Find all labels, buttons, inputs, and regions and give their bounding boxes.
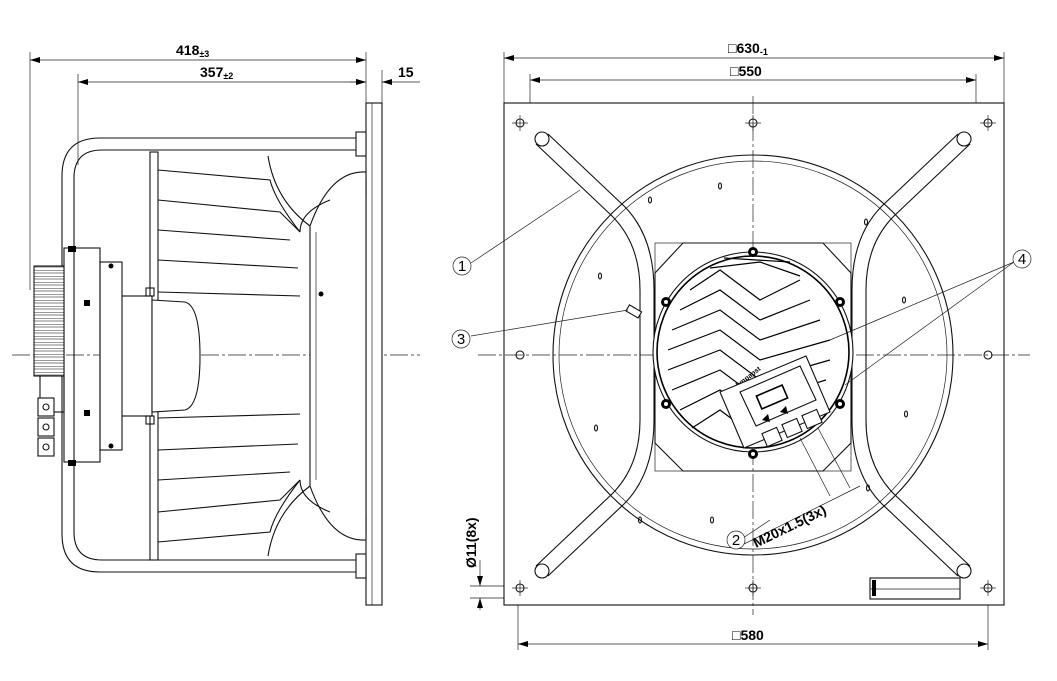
callouts: 1 2 3 4 (451, 189, 1032, 550)
dim-580-label: □580 (732, 627, 764, 643)
dim-hole-label: Ø11(8x) (463, 517, 479, 568)
dim-357-label: 357±2 (200, 64, 233, 81)
dim-630-label: □630-1 (728, 40, 768, 57)
electronics-bolts (68, 246, 90, 466)
inlet-ring-inner (558, 160, 948, 550)
bracket-bottom (355, 553, 367, 579)
callout-4-leader-a (829, 261, 1015, 341)
flange-bolt-1 (108, 263, 114, 269)
dim-418-label: 418±3 (176, 42, 209, 59)
callout-2-circle (726, 530, 746, 550)
plate-side (365, 102, 383, 606)
dim-550-label: □550 (730, 63, 762, 79)
impeller-blades (157, 155, 311, 557)
motor-flange (99, 261, 123, 451)
hub-bolt-bottom (145, 415, 155, 425)
guard-frame-inner (73, 149, 360, 561)
flange-bolt-2 (108, 443, 114, 449)
front-cable-glands (761, 408, 823, 448)
side-view: 418±3 357±2 15 (12, 42, 420, 606)
callout-1-label: 1 (458, 258, 466, 275)
callout-4-leader-b (844, 261, 1015, 386)
mount-holes (512, 115, 996, 596)
balance-weight (318, 291, 324, 297)
motor-hub (119, 295, 153, 417)
front-terminal-box (719, 355, 831, 449)
callout-3-leader (470, 309, 629, 337)
nozzle-lip-bottom (299, 479, 331, 513)
dim-15-label: 15 (398, 64, 414, 80)
motor-bolts (661, 247, 845, 459)
nozzle-lip-top (299, 199, 331, 233)
hub-bolt-top (145, 287, 155, 297)
callout-4-circle (1012, 249, 1032, 269)
callout-1-leader (470, 189, 581, 264)
callout-2-leader (742, 519, 771, 539)
gland-ext-2 (817, 427, 851, 489)
callout-2-label: 2 (732, 532, 740, 549)
callout-3-label: 3 (457, 331, 465, 348)
rating-plate (869, 577, 961, 600)
callout-3-circle (451, 329, 471, 349)
gland-dim-line (739, 485, 861, 547)
heat-sink-fins (33, 265, 65, 377)
rotor-cap (151, 299, 201, 413)
inlet-nozzle (309, 171, 367, 541)
callout-4-label: 4 (1018, 251, 1026, 268)
gland-ext-1 (799, 437, 831, 497)
ring-slots (593, 182, 909, 524)
rating-plate-mark (872, 580, 876, 596)
front-view: □630-1 □550 □580 Ø11(8x) (463, 40, 1030, 650)
dim-arrow-15 (382, 79, 392, 85)
side-cable-glands (37, 397, 55, 457)
item-3-clip (625, 304, 643, 319)
inlet-ring-outer (552, 154, 954, 556)
guard-bars (534, 131, 972, 579)
bracket-top (355, 131, 367, 157)
callout-1-circle (452, 256, 472, 276)
